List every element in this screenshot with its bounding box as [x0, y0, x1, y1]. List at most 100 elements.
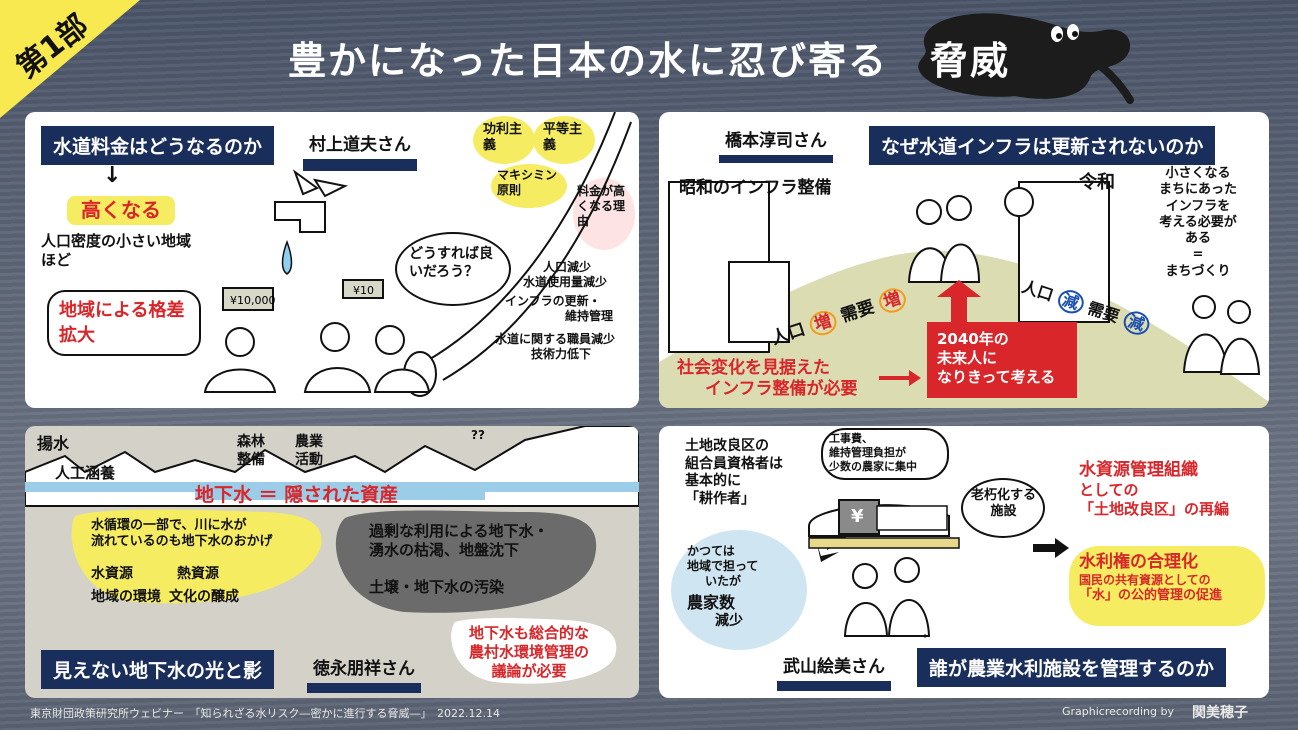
note-line: 地域で担って: [687, 559, 759, 573]
reason-item: 維持管理: [565, 309, 614, 323]
panel4-speaker: 武山絵美さん: [777, 652, 891, 691]
money-2: ¥10: [353, 284, 374, 297]
reform-line: 水資源管理組織: [1079, 460, 1198, 480]
reform-2-bg: [1069, 546, 1265, 626]
page-title: 豊かになった日本の水に忍び寄る脅威: [0, 30, 1298, 85]
tag-maximin: マキシミン原則: [497, 168, 558, 197]
note-line: いたが: [705, 574, 742, 588]
reasons-list: 人口減少 水道使用量減少 インフラの更新・ 維持管理 水道に関する職員減少 技術…: [495, 260, 615, 362]
conclusion-line: 社会変化を見据えた: [677, 358, 830, 378]
reason-item: 人口減少: [543, 260, 592, 274]
note-line: まちにあった: [1159, 182, 1238, 198]
past-note: かつては 地域で担って いたが 農家数 減少: [687, 544, 758, 631]
ink-blob-icon: [918, 13, 1134, 104]
light-row: 水資源 熱資源: [91, 561, 273, 584]
light-line: 文化の醸成: [169, 588, 239, 605]
panel3-illustration: [25, 426, 639, 684]
panel-water-fee: 水道料金はどうなるのか 村上道夫さん ↓ 高くなる 人口密度の小さい地域ほど 地…: [25, 112, 639, 408]
tag-egalitarianism: 平等主義: [543, 122, 583, 154]
light-line: 熱資源: [177, 565, 219, 582]
panel4-illustration: [671, 499, 1069, 650]
note-line: 土地改良区の: [685, 438, 769, 454]
panel2-speaker: 橋本淳司さん: [719, 126, 833, 163]
reason-item: インフラの更新・: [505, 294, 601, 308]
aging-text: 老朽化する 施設: [971, 488, 1036, 521]
aging-bubble: [961, 478, 1045, 538]
box-line: なりきって考える: [937, 367, 1056, 386]
note-line: インフラを: [1165, 198, 1231, 214]
note-line: 減少: [715, 613, 743, 629]
note-line: 老朽化する: [971, 488, 1037, 503]
reform-line: としての: [1079, 481, 1139, 500]
title-accent: 脅威: [930, 39, 1011, 83]
credit-label: Graphicrecording by: [1062, 705, 1174, 718]
panel1-illustration: ¥10,000 ¥10: [203, 112, 632, 397]
note-line: 少数の農家に集中: [829, 459, 917, 473]
note-line: 農家数: [687, 593, 736, 612]
conclusion-line: 議論が必要: [491, 661, 567, 680]
light-list: 水循環の一部で、川に水が 流れているのも地下水のおかげ 水資源 熱資源 地域の環境…: [91, 518, 273, 607]
label-question: ??: [471, 428, 485, 442]
groundwater-conclusion: 地下水も総合的な 農村水環境管理の 議論が必要: [469, 624, 589, 680]
shadow-list: 過剰な利用による地下水・ 湧水の枯渇、地盤沈下 土壌・地下水の汚染: [369, 522, 549, 596]
panel-groundwater: 揚水 人工涵養 森林整備 農業活動 ?? 地下水 ＝ 隠された資産 水循環の一部…: [25, 426, 639, 698]
rise-label: 高くなる: [67, 196, 175, 225]
shadow-line: 過剰な利用による地下水・: [369, 522, 549, 540]
conclusion-line: インフラ整備が必要: [705, 379, 858, 400]
small-town-note: 小さくなる まちにあった インフラを 考える必要が ある = まちづくり: [1159, 166, 1237, 280]
note-line: まちづくり: [1165, 263, 1231, 279]
note-line: 小さくなる: [1165, 166, 1231, 181]
burden-text: 工事費、 維持管理負担が 少数の農家に集中: [829, 432, 917, 473]
reform-2: 水利権の合理化 国民の共有資源としての 「水」の公的管理の促進: [1079, 552, 1222, 605]
question-bubble: [395, 232, 511, 306]
shadow-line: 湧水の枯渇、地盤沈下: [369, 540, 520, 559]
underground-title: 地下水 ＝ 隠された資産: [195, 484, 399, 506]
conclusion: 社会変化を見据えた インフラ整備が必要: [677, 358, 858, 401]
event-info: 東京財団政策研究所ウェビナー 「知られざる水リスク―密かに進行する脅威―」 20…: [30, 707, 500, 720]
reform-line: 「土地改良区」の再編: [1079, 500, 1230, 518]
light-line: 流れているのも地下水のおかげ: [91, 534, 273, 550]
showa-label: 昭和のインフラ整備: [679, 178, 832, 198]
reason-item: 水道に関する職員減少: [495, 332, 616, 346]
tag2-circle: [533, 116, 595, 164]
tag1-circle: [473, 116, 535, 164]
note-line: 「耕作者」: [685, 490, 755, 507]
members-note: 土地改良区の 組合員資格者は 基本的に 「耕作者」: [685, 438, 783, 508]
down-arrow-icon: ↓: [103, 163, 122, 188]
money-1: ¥10,000: [230, 294, 276, 307]
future-box: 2040年の 未来人に なりきって考える: [927, 322, 1077, 398]
reason-item: 技術力低下: [531, 347, 592, 361]
label-recharge: 人工涵養: [55, 464, 116, 482]
note-line: =: [1192, 247, 1204, 263]
panel-infrastructure: 橋本淳司さん なぜ水道インフラは更新されないのか 昭和のインフラ整備 令和 人口…: [659, 112, 1269, 408]
panel1-speaker: 村上道夫さん: [303, 130, 417, 171]
panel3-speaker: 徳永朋祥さん: [307, 654, 421, 693]
note-line: 考える必要が: [1159, 214, 1237, 230]
reform-1: 水資源管理組織 としての 「土地改良区」の再編: [1079, 460, 1229, 519]
title-main: 豊かになった日本の水に忍び寄る: [287, 39, 888, 83]
light-line: 地域の環境: [91, 588, 161, 605]
shadow-line: 土壌・地下水の汚染: [369, 577, 505, 596]
panel2-header: なぜ水道インフラは更新されないのか: [869, 126, 1216, 165]
note-line: 基本的に: [685, 473, 741, 489]
density-label: 人口密度の小さい地域ほど: [41, 232, 192, 269]
tag3-circle: [491, 164, 567, 208]
question-text: どうすれば良いだろう？: [409, 246, 493, 280]
reason-circle: [573, 178, 635, 250]
panel-irrigation: 土地改良区の 組合員資格者は 基本的に 「耕作者」 かつては 地域で担って いた…: [659, 426, 1269, 698]
reiwa-label: 令和: [1079, 172, 1115, 193]
note-line: 工事費、: [829, 432, 873, 445]
reform-line: 水利権の合理化: [1079, 552, 1198, 572]
panel1-header: 水道料金はどうなるのか: [41, 126, 275, 165]
label-forest: 森林整備: [237, 434, 265, 468]
note-line: 維持管理負担が: [829, 445, 906, 459]
burden-bubble: [821, 428, 949, 480]
tag-utilitarianism: 功利主義: [483, 122, 523, 154]
author-signature: 関美穂子: [1192, 705, 1248, 721]
note-line: 組合員資格者は: [685, 455, 783, 472]
light-line: 水循環の一部で、川に水が: [91, 518, 247, 533]
light-line: 水資源: [91, 565, 133, 582]
note-line: かつては: [687, 544, 735, 558]
box-line: 未来人に: [937, 348, 998, 367]
panel4-header: 誰が農業水利施設を管理するのか: [917, 648, 1227, 687]
